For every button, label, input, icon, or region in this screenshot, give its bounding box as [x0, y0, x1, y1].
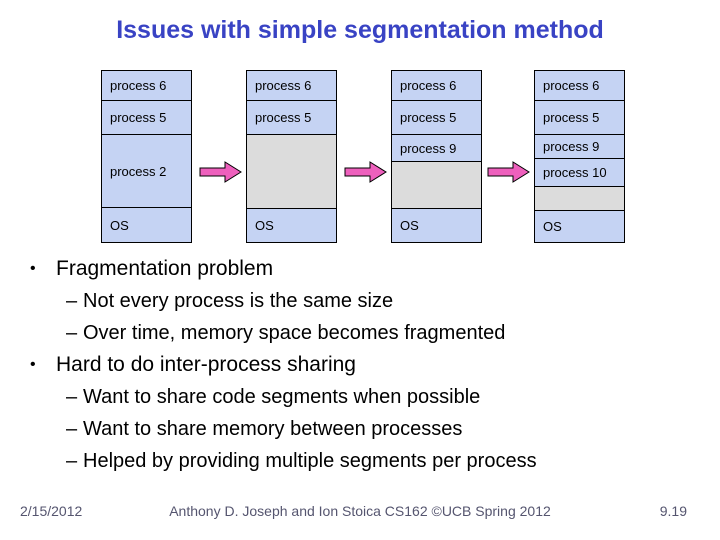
bullet-item: • Hard to do inter-process sharing — [0, 349, 720, 381]
bullet-text: Fragmentation problem — [56, 257, 274, 280]
flow-arrow-icon — [199, 161, 242, 183]
memory-cell-process-5: process 5 — [535, 101, 624, 135]
memory-cell-label: OS — [400, 218, 419, 233]
footer-page-number: 9.19 — [659, 503, 687, 519]
memory-cell-process-9: process 9 — [392, 135, 481, 162]
sub-bullet-text: Not every process is the same size — [83, 289, 394, 312]
memory-column-2: process 6 process 5 OS — [246, 70, 337, 243]
flow-arrow-icon — [344, 161, 387, 183]
memory-cell-process-6: process 6 — [102, 71, 191, 101]
memory-cell-label: process 5 — [400, 110, 457, 125]
memory-cell-label: process 6 — [400, 78, 457, 93]
footer: 2/15/2012 Anthony D. Joseph and Ion Stoi… — [0, 503, 720, 523]
memory-cell-label: process 6 — [110, 78, 167, 93]
memory-cell-OS: OS — [535, 211, 624, 242]
sub-bullet-item: – Helped by providing multiple segments … — [0, 445, 720, 477]
memory-cell-label: process 6 — [255, 78, 312, 93]
dash-icon: – — [66, 321, 78, 344]
memory-cell-process-6: process 6 — [247, 71, 336, 101]
page-title: Issues with simple segmentation method — [116, 16, 604, 44]
dash-icon: – — [66, 449, 78, 472]
sub-bullet-item: – Want to share memory between processes — [0, 413, 720, 445]
memory-cell-label: process 5 — [543, 110, 600, 125]
memory-cell-OS: OS — [102, 208, 191, 242]
memory-cell-process-6: process 6 — [535, 71, 624, 101]
bullet-list: • Fragmentation problem – Not every proc… — [0, 253, 720, 477]
memory-column-1: process 6 process 5 process 2 OS — [101, 70, 192, 243]
memory-cell-label: OS — [255, 218, 274, 233]
memory-cell-label: process 9 — [400, 140, 457, 156]
bullet-item: • Fragmentation problem — [0, 253, 720, 285]
memory-cell-label: process 10 — [543, 165, 607, 180]
memory-cell-free — [247, 135, 336, 209]
sub-bullet-text: Want to share code segments when possibl… — [83, 385, 481, 408]
dash-icon: – — [66, 385, 78, 408]
sub-bullet-item: – Not every process is the same size — [0, 285, 720, 317]
memory-cell-label: OS — [110, 217, 129, 233]
sub-bullet-text: Helped by providing multiple segments pe… — [83, 449, 537, 472]
memory-cell-free — [392, 162, 481, 209]
sub-bullet-text: Over time, memory space becomes fragment… — [83, 321, 506, 344]
memory-cell-label: process 2 — [110, 163, 167, 179]
sub-bullet-item: – Over time, memory space becomes fragme… — [0, 317, 720, 349]
memory-column-3: process 6 process 5 process 9 OS — [391, 70, 482, 243]
memory-cell-label: process 6 — [543, 78, 600, 93]
memory-cell-OS: OS — [392, 209, 481, 242]
memory-cell-label: OS — [543, 219, 562, 234]
footer-date: 2/15/2012 — [20, 503, 83, 519]
memory-cell-process-5: process 5 — [102, 101, 191, 135]
memory-cell-process-2: process 2 — [102, 135, 191, 208]
footer-credit: Anthony D. Joseph and Ion Stoica CS162 ©… — [169, 503, 551, 519]
memory-cell-process-9: process 9 — [535, 135, 624, 159]
memory-cell-process-5: process 5 — [247, 101, 336, 135]
memory-cell-free — [535, 187, 624, 211]
sub-bullet-item: – Want to share code segments when possi… — [0, 381, 720, 413]
memory-cell-label: process 9 — [543, 139, 600, 154]
dash-icon: – — [66, 289, 78, 312]
bullet-text: Hard to do inter-process sharing — [56, 353, 356, 376]
sub-bullet-text: Want to share memory between processes — [83, 417, 463, 440]
memory-column-4: process 6 process 5 process 9 process 10 OS — [534, 70, 625, 243]
dash-icon: – — [66, 417, 78, 440]
memory-cell-process-10: process 10 — [535, 159, 624, 187]
memory-cell-process-5: process 5 — [392, 101, 481, 135]
bullet-icon: • — [30, 356, 36, 373]
memory-cell-OS: OS — [247, 209, 336, 242]
memory-cell-label: process 5 — [110, 110, 167, 125]
memory-cell-process-6: process 6 — [392, 71, 481, 101]
memory-cell-label: process 5 — [255, 110, 312, 125]
bullet-icon: • — [30, 260, 36, 277]
flow-arrow-icon — [487, 161, 530, 183]
